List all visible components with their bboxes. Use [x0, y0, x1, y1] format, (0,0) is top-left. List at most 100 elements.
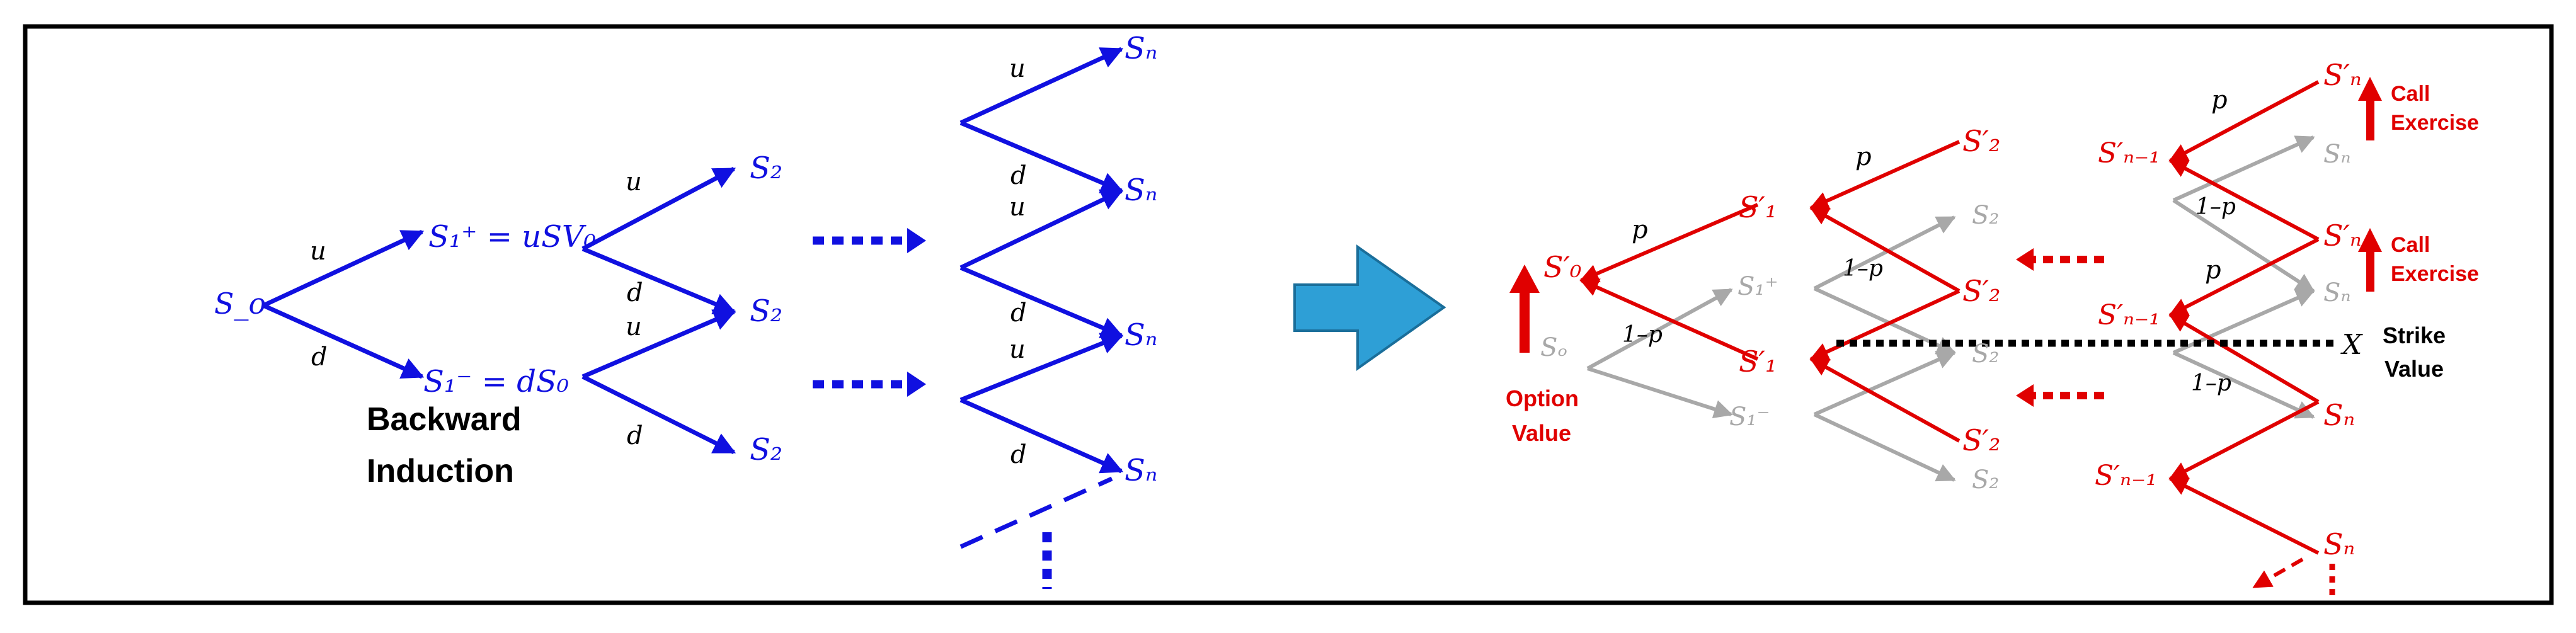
red-dashed-edge	[2252, 557, 2304, 589]
gray-edge-s0-s1minus	[1587, 367, 1733, 419]
label-sn-b: Sₙ	[2323, 527, 2355, 561]
gray-edge-s0-s1plus	[1586, 288, 1733, 370]
label-s1-plus: S₁⁺	[1737, 272, 1778, 301]
call-exercise-1-line-1: Call	[2391, 82, 2430, 106]
label-sn-4: Sₙ	[1125, 453, 1157, 488]
option-value-line-1: Option	[1506, 385, 1579, 411]
red-edge-4	[1809, 206, 1961, 293]
caption-line-2: Induction	[367, 453, 514, 489]
dotted-arrow-2-head	[907, 372, 926, 397]
zigzag-edge-5	[959, 333, 1124, 402]
call-exercise-arrow-2-head	[2358, 228, 2382, 252]
label-s2-gray-a: S₂	[1972, 201, 1999, 230]
zigzag-edge-3	[959, 188, 1124, 270]
label-snm1-prime-a: S′ₙ₋₁	[2098, 137, 2160, 169]
call-exercise-2-line-2: Exercise	[2391, 262, 2479, 286]
gray-edge-h	[2172, 351, 2315, 419]
label-s2-a: S₂	[750, 151, 782, 186]
option-value-arrow-shaft	[1520, 290, 1530, 353]
red-edge-6	[1809, 357, 1961, 443]
label-sn-gray-b: Sₙ	[2323, 278, 2351, 307]
gray-edge-a	[1813, 215, 1956, 290]
red-edge-3	[1809, 140, 1961, 210]
label-s0: S_o	[214, 287, 266, 321]
label-1mp-1: 1–p	[1622, 322, 1663, 348]
label-s1-prime-b: S′₁	[1739, 345, 1777, 379]
label-sn-prime-b: S′ₙ	[2323, 219, 2362, 253]
label-s2-prime-a: S′₂	[1962, 124, 2000, 158]
zigzag-edge-1	[959, 47, 1124, 125]
label-sn-3: Sₙ	[1125, 317, 1157, 353]
gray-edge-d	[1813, 413, 1956, 482]
label-d-4: d	[1010, 161, 1027, 190]
red-edge-2	[1579, 278, 1759, 361]
red-dotted-arrow-1-head	[2016, 248, 2034, 271]
label-sn-gray-a: Sₙ	[2323, 140, 2351, 169]
label-p-1: p	[1632, 215, 1648, 244]
label-u-5: u	[1009, 193, 1026, 222]
edge-s0-s1down	[262, 303, 425, 379]
strike-value-line-1: Strike	[2383, 322, 2446, 348]
forward-tree	[262, 47, 1124, 589]
labels: S_o S₁⁺ = uSV₀ S₁⁻ = dS₀ S₂ S₂ S₂ Sₙ Sₙ …	[214, 31, 2479, 561]
transition-arrow	[1293, 244, 1446, 371]
call-exercise-arrow-1-shaft	[2366, 98, 2374, 140]
zigzag-edge-6	[959, 397, 1124, 474]
label-sn-a: Sₙ	[2323, 398, 2355, 432]
red-edge-1	[1579, 203, 1759, 283]
label-s0-gray: Sₒ	[1540, 333, 1567, 362]
caption-line-1: Backward	[367, 401, 522, 438]
label-d-5: d	[1010, 299, 1027, 328]
red-edge-8	[2168, 159, 2320, 241]
label-x: X	[2340, 329, 2363, 361]
gray-edge-c	[1813, 351, 1956, 416]
label-d-2: d	[627, 278, 643, 307]
label-s1-prime-a: S′₁	[1739, 190, 1777, 224]
gray-edge-f	[2172, 198, 2315, 293]
label-1mp-4: 1–p	[2191, 370, 2231, 396]
label-d-6: d	[1010, 440, 1027, 469]
label-s2-prime-c: S′₂	[1962, 423, 2000, 457]
label-1mp-2: 1–p	[1843, 256, 1883, 282]
label-sn-2: Sₙ	[1125, 173, 1157, 208]
red-edge-10	[2168, 313, 2320, 404]
option-value-line-2: Value	[1512, 420, 1571, 446]
call-exercise-arrow-2-shaft	[2366, 249, 2374, 292]
label-1mp-3: 1–p	[2195, 194, 2236, 220]
label-u-1: u	[310, 237, 326, 266]
label-snm1-prime-b: S′ₙ₋₁	[2098, 299, 2160, 331]
label-snm1-prime-c: S′ₙ₋₁	[2095, 460, 2157, 492]
label-u-2: u	[626, 168, 642, 197]
label-p-3: p	[2211, 86, 2228, 115]
label-s2-gray-b: S₂	[1972, 339, 1999, 368]
label-s1-up: S₁⁺ = uSV₀	[428, 219, 596, 254]
dotted-arrow-1-head	[907, 228, 926, 253]
diagram-frame	[23, 24, 2554, 605]
red-edge-11	[2168, 400, 2320, 481]
zigzag-dashed-edge	[959, 476, 1113, 549]
label-s1-down: S₁⁻ = dS₀	[423, 364, 569, 399]
label-p-2: p	[1855, 142, 1872, 171]
red-dotted-arrow-2-head	[2016, 384, 2034, 407]
red-edge-5	[1809, 289, 1961, 361]
red-edge-7	[2168, 80, 2320, 163]
gray-forward-tree	[1586, 135, 2315, 482]
label-s2-c: S₂	[750, 432, 782, 467]
option-value-arrow-head	[1509, 265, 1540, 293]
zigzag-edge-2	[959, 120, 1124, 193]
edge-s1down-s2c	[581, 374, 736, 455]
edge-s1up-s2b	[581, 246, 736, 315]
zigzag-edge-4	[959, 265, 1124, 338]
gray-edge-e	[2172, 135, 2315, 202]
label-d-1: d	[311, 343, 328, 372]
red-backward-tree	[1509, 77, 2382, 595]
label-sn-prime-a: S′ₙ	[2323, 58, 2362, 92]
strike-value-line-2: Value	[2384, 356, 2444, 382]
label-s2-b: S₂	[750, 294, 782, 329]
call-exercise-arrow-1-head	[2358, 77, 2382, 101]
label-s0-prime: S′₀	[1543, 250, 1581, 284]
label-s2-prime-b: S′₂	[1962, 274, 2000, 308]
label-sn-1: Sₙ	[1125, 31, 1157, 66]
